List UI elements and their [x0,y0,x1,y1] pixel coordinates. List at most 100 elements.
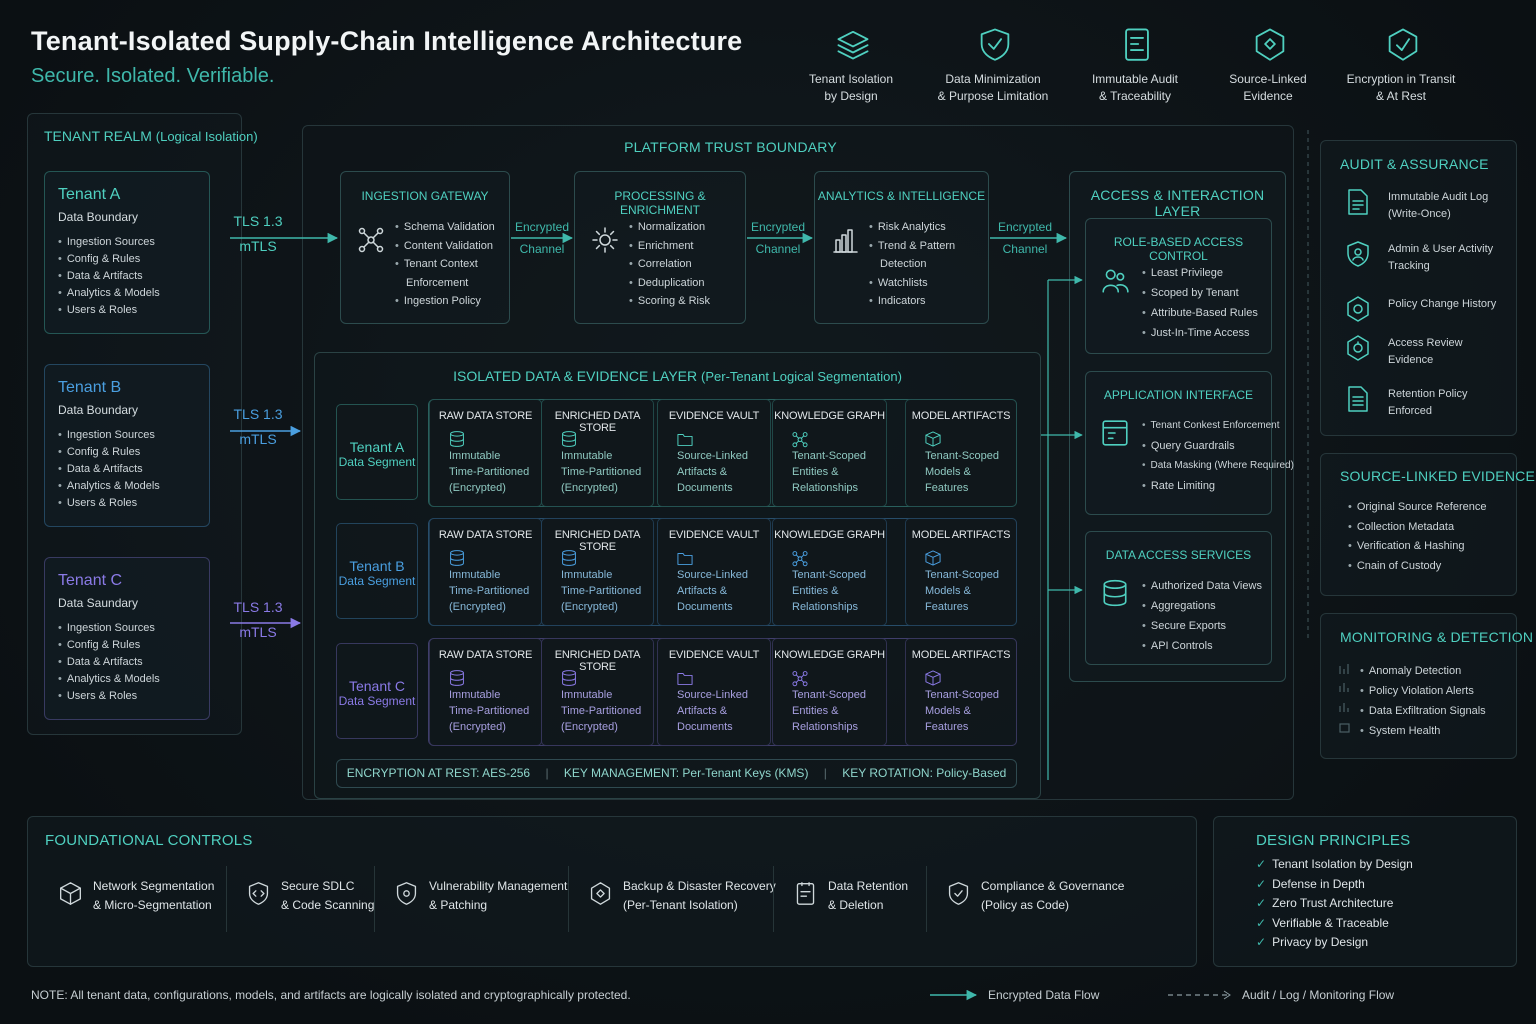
monitoring-item: Policy Violation Alerts [1360,681,1486,701]
access-item: Attribute-Based Rules [1142,303,1258,323]
retention-doc-icon [796,882,815,905]
store-desc-line: Entities & [792,466,839,478]
tenant-name: Tenant C [58,572,123,589]
tenant-item: Analytics & Models [58,478,160,495]
access-item: Tenant Conkest Enforcement [1142,416,1294,436]
tenant-item: Analytics & Models [58,285,160,302]
network-icon [358,227,384,253]
audit-title: AUDIT & ASSURANCE [1340,156,1489,172]
channel-line2: Channel [519,242,565,256]
store-desc-line: Time-Partitioned [449,466,530,478]
stage-item: Trend & Pattern [869,237,955,256]
store-title: ENRICHED DATA STORE [554,410,641,434]
monitoring-item: Anomaly Detection [1360,661,1486,681]
store-desc-line: Immutable [561,689,613,701]
legend-dashed-line [1168,990,1231,1000]
control-line2: & Code Scanning [281,898,375,912]
control-line2: & Patching [429,898,488,912]
database-icon [562,550,576,566]
access-item: Rate Limiting [1142,476,1294,496]
shield-user-icon [1347,241,1369,267]
audit-line1: Retention Policy [1388,388,1468,400]
stage-item: Ingestion Policy [395,292,495,311]
store-title: EVIDENCE VAULT [668,529,760,541]
store-desc-line: Documents [677,721,733,733]
monitoring-list: Anomaly DetectionPolicy Violation Alerts… [1360,661,1486,741]
store-desc-line: Features [925,721,969,733]
key-management: KEY MANAGEMENT: Per-Tenant Keys (KMS) [563,766,809,780]
bar-chart-icon [833,229,858,253]
linked-evidence-icon [1255,28,1285,61]
store-desc-line: Models & [925,585,971,597]
access-items: Tenant Conkest EnforcementQuery Guardrai… [1142,416,1294,496]
source-evidence-item: Original Source Reference [1348,498,1487,518]
tenant-item: Config & Rules [58,251,160,268]
tenant-item: Users & Roles [58,495,160,512]
foundational-control-5: Data Retention& Deletion [793,877,908,915]
design-principle-item: Tenant Isolation by Design [1256,855,1413,875]
vuln-shield-icon [396,882,417,905]
store-title: MODEL ARTIFACTS [911,410,1011,422]
users-icon [1102,269,1129,293]
store-desc-line: Tenant-Scoped [925,689,999,701]
mtls-label: mTLS [239,624,277,640]
foundational-title: FOUNDATIONAL CONTROLS [45,832,253,849]
database-icon [450,550,464,566]
pillar-2: Data Minimization& Purpose Limitation [918,71,1068,105]
folder-icon [677,434,693,446]
segment-label: Data Segment [338,694,416,708]
control-line2: & Deletion [828,898,884,912]
key-rotation: KEY ROTATION: Policy-Based [842,766,1007,780]
network-seg-icon [60,882,81,905]
cube-icon [925,431,941,447]
store-desc-line: Artifacts & [677,585,728,597]
design-principle-item: Zero Trust Architecture [1256,894,1413,914]
code-shield-icon [248,882,269,905]
design-principles-list: Tenant Isolation by DesignDefense in Dep… [1256,855,1413,953]
database-icon [450,431,464,447]
control-line2: & Micro-Segmentation [93,898,212,912]
control-divider [773,866,774,932]
segment-label: Data Segment [338,455,416,469]
monitoring-title: MONITORING & DETECTION [1340,629,1534,645]
access-item: Least Privilege [1142,263,1258,283]
legend-dashed-label: Audit / Log / Monitoring Flow [1242,988,1395,1002]
access-items: Least PrivilegeScoped by TenantAttribute… [1142,263,1258,343]
store-desc-line: Immutable [561,450,613,462]
control-divider [926,866,927,932]
store-desc-line: Documents [677,601,733,613]
store-title: ENRICHED DATA STORE [554,649,641,673]
segment-name: Tenant C [348,678,406,694]
store-desc-line: Artifacts & [677,705,728,717]
access-item: Data Masking (Where Required) [1142,456,1294,476]
store-title: KNOWLEDGE GRAPH [774,529,885,541]
audit-line2: Evidence [1388,354,1434,366]
store-desc-line: (Encrypted) [561,601,618,613]
design-principle-item: Defense in Depth [1256,875,1413,895]
store-desc-line: Features [925,601,969,613]
store-desc-line: Immutable [449,569,501,581]
audit-line1: Immutable Audit Log [1388,191,1489,203]
stage-item: Normalization [629,218,710,237]
source-evidence-item: Collection Metadata [1348,518,1486,538]
segment-name: Tenant B [349,558,405,574]
control-divider [374,866,375,932]
store-desc-line: Time-Partitioned [449,705,530,717]
tenant-item: Data & Artifacts [58,654,160,671]
store-desc-line: Models & [925,705,971,717]
